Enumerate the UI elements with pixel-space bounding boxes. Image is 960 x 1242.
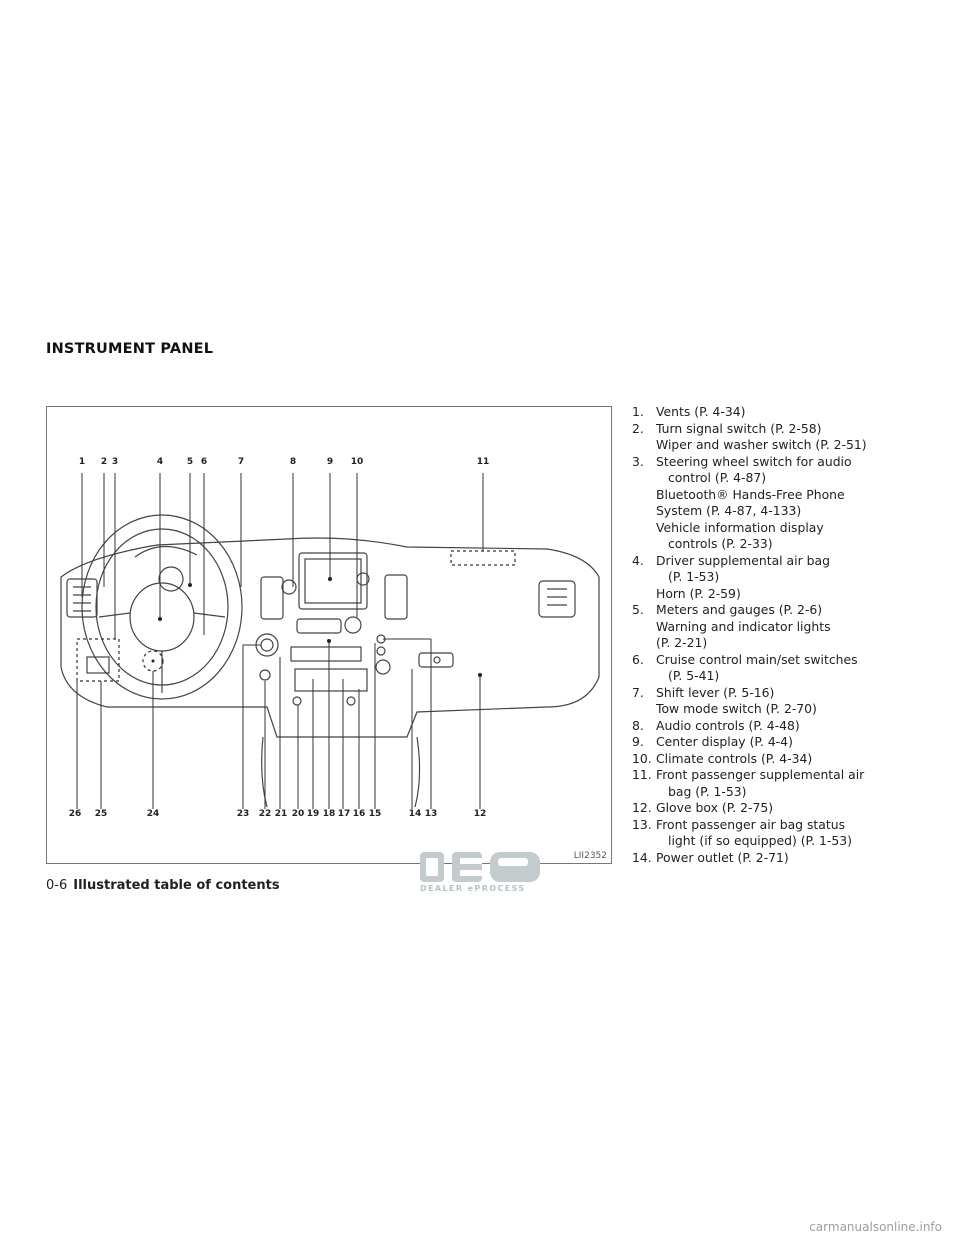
callout-label: 21 — [274, 809, 288, 819]
toc-item-line: control (P. 4-87) — [668, 470, 767, 485]
callout-label: 24 — [146, 809, 160, 819]
instrument-panel-figure: 1 2 3 4 5 6 7 8 9 10 11 26 25 24 23 22 2… — [46, 406, 612, 864]
toc-item-line: Meters and gauges (P. 2-6) — [656, 602, 823, 617]
toc-item-number: 9. — [632, 734, 644, 749]
callout-label: 14 — [408, 809, 422, 819]
toc-item-number: 8. — [632, 717, 644, 733]
toc-item-number: 13. — [632, 816, 652, 832]
toc-item-number: 11. — [632, 767, 652, 782]
toc-item-number: 5. — [632, 602, 644, 617]
callout-label: 20 — [291, 809, 305, 819]
callout-label: 1 — [78, 457, 86, 467]
toc-item-line: Audio controls (P. 4-48) — [656, 717, 800, 733]
toc-item: 2. Turn signal switch (P. 2-58)Wiper and … — [632, 421, 932, 454]
section-title: INSTRUMENT PANEL — [46, 341, 214, 357]
toc-item-number: 7. — [632, 684, 644, 700]
toc-item: 6. Cruise control main/set switches(P. 5-… — [632, 652, 932, 685]
callout-label: 13 — [424, 809, 438, 819]
callout-label: 6 — [200, 457, 208, 467]
callout-label: 26 — [68, 809, 82, 819]
page-footer: 0-6 Illustrated table of contents — [46, 878, 280, 893]
toc-item-line: Tow mode switch (P. 2-70) — [656, 701, 817, 716]
figure-code: LII2352 — [573, 851, 607, 861]
toc-item-number: 2. — [632, 420, 644, 436]
table-of-contents-list: 1. Vents (P. 4-34) 2. Turn signal switch (P… — [632, 404, 932, 866]
callout-label: 9 — [326, 457, 334, 467]
toc-item-line: Power outlet (P. 2-71) — [656, 849, 789, 865]
logo-text: DEALER ePROCESS — [420, 884, 526, 893]
footer-page-number: 0-6 — [46, 878, 68, 893]
callout-label: 12 — [473, 809, 487, 819]
toc-item-line: Cruise control main/set switches — [656, 651, 858, 667]
callout-label: 16 — [352, 809, 366, 819]
toc-item-line: Horn (P. 2-59) — [656, 585, 741, 601]
toc-item-line: Vehicle information display — [656, 519, 824, 535]
callout-label: 8 — [289, 457, 297, 467]
callout-label: 25 — [94, 809, 108, 819]
callout-label: 15 — [368, 809, 382, 819]
toc-item-number: 3. — [632, 453, 644, 469]
toc-item-number: 6. — [632, 651, 644, 667]
toc-item-number: 4. — [632, 552, 644, 568]
toc-item-line: Climate controls (P. 4-34) — [656, 750, 813, 766]
callout-label: 10 — [350, 457, 364, 467]
callout-label: 7 — [237, 457, 245, 467]
toc-item-line: Vents (P. 4-34) — [656, 404, 746, 419]
callout-label: 4 — [156, 457, 164, 467]
callout-label: 11 — [476, 457, 490, 467]
toc-item-line: Driver supplemental air bag — [656, 552, 830, 568]
toc-item: 8. Audio controls (P. 4-48) — [632, 718, 932, 735]
toc-item-number: 1. — [632, 404, 644, 419]
toc-item-line: controls (P. 2-33) — [668, 536, 773, 551]
toc-item: 12. Glove box (P. 2-75) — [632, 800, 932, 817]
toc-item-line: (P. 1-53) — [668, 569, 720, 584]
callout-label: 2 — [100, 457, 108, 467]
callout-label: 5 — [186, 457, 194, 467]
toc-item-line: Center display (P. 4-4) — [656, 734, 793, 749]
toc-item: 7. Shift lever (P. 5-16)Tow mode switch (… — [632, 685, 932, 718]
callout-label: 23 — [236, 809, 250, 819]
toc-item-line: System (P. 4-87, 4-133) — [656, 503, 802, 518]
callout-label: 19 — [306, 809, 320, 819]
toc-item-line: Glove box (P. 2-75) — [656, 800, 774, 815]
toc-item-line: light (if so equipped) (P. 1-53) — [668, 833, 852, 848]
watermark: carmanualsonline.info — [809, 1220, 942, 1234]
toc-item-line: bag (P. 1-53) — [668, 783, 747, 799]
toc-item-line: (P. 2-21) — [656, 635, 708, 650]
toc-item: 10.Climate controls (P. 4-34) — [632, 751, 932, 768]
toc-item: 5. Meters and gauges (P. 2-6)Warning and … — [632, 602, 932, 652]
instrument-panel-illustration — [60, 473, 600, 809]
toc-item-number: 12. — [632, 800, 652, 815]
toc-item-line: Steering wheel switch for audio — [656, 453, 852, 469]
callout-label: 22 — [258, 809, 272, 819]
toc-item-line: Front passenger supplemental air — [656, 767, 865, 782]
dealer-logo — [420, 852, 540, 882]
toc-item-number: 14. — [632, 849, 652, 865]
toc-item-line: (P. 5-41) — [668, 668, 720, 683]
toc-item-line: Bluetooth® Hands-Free Phone — [656, 486, 845, 502]
toc-item: 4. Driver supplemental air bag(P. 1-53)Ho… — [632, 553, 932, 603]
callout-label: 3 — [111, 457, 119, 467]
toc-item-line: Warning and indicator lights — [656, 618, 831, 634]
toc-item: 1. Vents (P. 4-34) — [632, 404, 932, 421]
toc-item-line: Wiper and washer switch (P. 2-51) — [656, 437, 867, 452]
toc-item: 14.Power outlet (P. 2-71) — [632, 850, 932, 867]
toc-item-number: 10. — [632, 750, 652, 766]
toc-item-line: Shift lever (P. 5-16) — [656, 684, 775, 700]
toc-item: 9. Center display (P. 4-4) — [632, 734, 932, 751]
callout-label: 17 — [337, 809, 351, 819]
toc-item-line: Front passenger air bag status — [656, 816, 846, 832]
footer-title: Illustrated table of contents — [73, 878, 280, 893]
callout-label: 18 — [322, 809, 336, 819]
toc-item-line: Turn signal switch (P. 2-58) — [656, 420, 822, 436]
